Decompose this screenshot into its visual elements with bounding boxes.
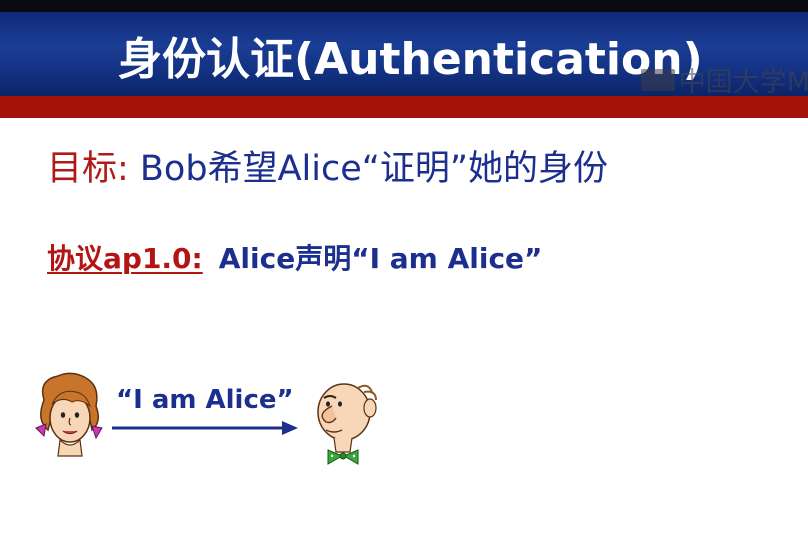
slide-title: 身份认证(Authentication) (118, 34, 703, 85)
goal-text: Bob希望Alice“证明”她的身份 (128, 149, 608, 189)
bob-cartoon-icon (317, 383, 377, 465)
protocol-label: 协议ap1.0: (47, 242, 203, 275)
watermark: 中国大学M (640, 60, 808, 99)
watermark-logo-icon (640, 68, 675, 91)
protocol-line: 协议ap1.0: Alice声明“I am Alice” (47, 237, 542, 277)
top-bar (0, 0, 808, 12)
goal-label: 目标: (47, 149, 129, 189)
message-text: “I am Alice” (116, 385, 294, 415)
alice-cartoon-icon (35, 372, 103, 457)
red-band (0, 96, 808, 118)
protocol-text: Alice声明“I am Alice” (218, 242, 543, 275)
message-arrow-icon (112, 421, 298, 435)
goal-line: 目标: Bob希望Alice“证明”她的身份 (47, 140, 608, 191)
title-banner: 身份认证(Authentication) (0, 12, 808, 96)
watermark-text: 中国大学M (678, 67, 808, 98)
